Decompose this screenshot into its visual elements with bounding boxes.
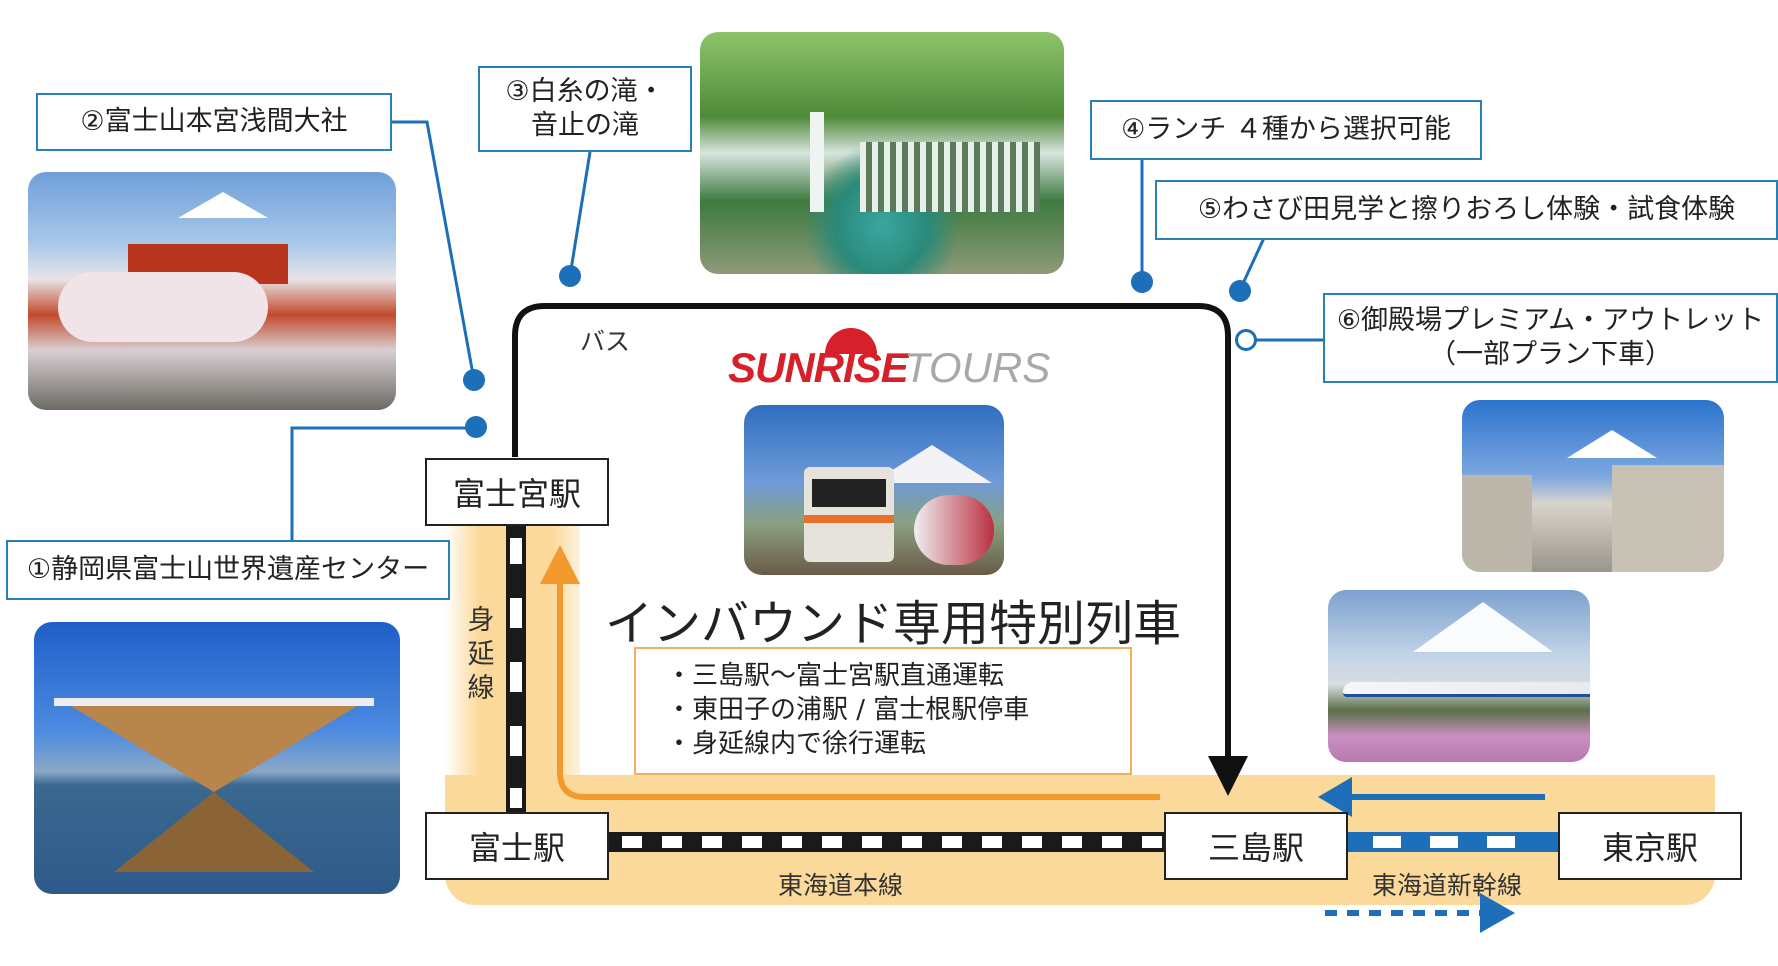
shinkansen-line-label: 東海道新幹線 — [1372, 871, 1523, 900]
callout-wasabi-text: ⑤わさび田見学と擦りおろし体験・試食体験 — [1197, 194, 1736, 225]
station-mishima: 三島駅 — [1164, 812, 1348, 880]
waterfall-curtain — [860, 142, 1040, 212]
inverted-cone-roof — [64, 702, 364, 792]
callout-heritage-center: ①静岡県富士山世界遺産センター — [6, 540, 450, 600]
mount-fuji-peak — [1413, 602, 1553, 652]
callout-wasabi: ⑤わさび田見学と擦りおろし体験・試食体験 — [1155, 180, 1778, 240]
outlet-building-left — [1462, 475, 1532, 572]
mount-fuji-peak — [178, 192, 268, 218]
minobu-char-2: 延 — [467, 639, 495, 670]
mount-fuji-peak — [1567, 430, 1657, 458]
callout-outlet-line1: ⑥御殿場プレミアム・アウトレット — [1336, 305, 1765, 336]
callout-shrine-text: ②富士山本宮浅間大社 — [80, 106, 348, 137]
cherry-blossoms — [58, 272, 268, 342]
sunrise-tours-logo: SUNRISE TOURS — [728, 328, 1050, 391]
minobu-char-3: 線 — [467, 673, 495, 704]
special-train-title: インバウンド専用特別列車 — [605, 596, 1182, 652]
stop-dot-falls — [559, 265, 581, 287]
waterfall-stream — [810, 112, 824, 212]
station-fuji: 富士駅 — [425, 812, 609, 880]
callout-outlet-line2: （一部プラン下車） — [1429, 339, 1672, 370]
minobu-line-label: 身 延 線 — [466, 604, 496, 706]
callout-outlet: ⑥御殿場プレミアム・アウトレット （一部プラン下車） — [1323, 293, 1778, 383]
logo-suffix: TOURS — [904, 344, 1051, 391]
waterfall-photo — [700, 32, 1064, 274]
callout-shrine: ②富士山本宮浅間大社 — [36, 93, 392, 151]
stop-dot-heritage — [465, 416, 487, 438]
tokaido-line-label: 東海道本線 — [778, 871, 904, 900]
station-mishima-label: 三島駅 — [1207, 829, 1304, 867]
outlet-photo — [1462, 400, 1724, 572]
outlet-building — [1612, 465, 1724, 572]
shrine-photo — [28, 172, 396, 410]
train-photo — [744, 405, 1004, 575]
stop-dot-outlet — [1235, 329, 1257, 351]
special-train-features: ・三島駅～富士宮駅直通運転 ・東田子の浦駅 / 富士根駅停車 ・身延線内で徐行運… — [634, 647, 1132, 775]
station-fujinomiya-label: 富士宮駅 — [452, 475, 581, 513]
station-fuji-label: 富士駅 — [468, 829, 565, 867]
callout-falls: ③白糸の滝・ 音止の滝 — [478, 66, 692, 152]
roof-edge — [54, 698, 374, 706]
callout-lunch: ④ランチ ４種から選択可能 — [1090, 100, 1482, 160]
logo-brand: SUNRISE — [728, 344, 909, 391]
reflection-cone — [114, 792, 314, 872]
shinkansen-photo — [1328, 590, 1590, 762]
station-tokyo-label: 東京駅 — [1601, 829, 1698, 867]
heritage-center-photo — [34, 622, 400, 894]
train-stripe — [804, 515, 894, 523]
stop-dot-shrine — [463, 369, 485, 391]
feature-item: ・東田子の浦駅 / 富士根駅停車 — [666, 695, 1030, 725]
feature-item: ・三島駅～富士宮駅直通運転 — [666, 661, 1005, 691]
callout-falls-line1: ③白糸の滝・ — [505, 76, 665, 107]
station-tokyo: 東京駅 — [1558, 812, 1742, 880]
shinkansen-train — [1343, 682, 1590, 697]
train-windows — [812, 479, 886, 507]
callout-heritage-text: ①静岡県富士山世界遺産センター — [26, 554, 430, 585]
feature-item: ・身延線内で徐行運転 — [666, 729, 927, 759]
blossom-tree — [914, 495, 994, 565]
train-body — [804, 467, 894, 562]
bus-label: バス — [580, 327, 631, 356]
callout-falls-line2: 音止の滝 — [531, 110, 639, 141]
callout-lunch-text: ④ランチ ４種から選択可能 — [1121, 114, 1451, 145]
stop-dot-wasabi — [1229, 280, 1251, 302]
station-fujinomiya: 富士宮駅 — [425, 458, 609, 526]
stop-dot-lunch — [1131, 271, 1153, 293]
minobu-char-1: 身 — [467, 605, 495, 636]
